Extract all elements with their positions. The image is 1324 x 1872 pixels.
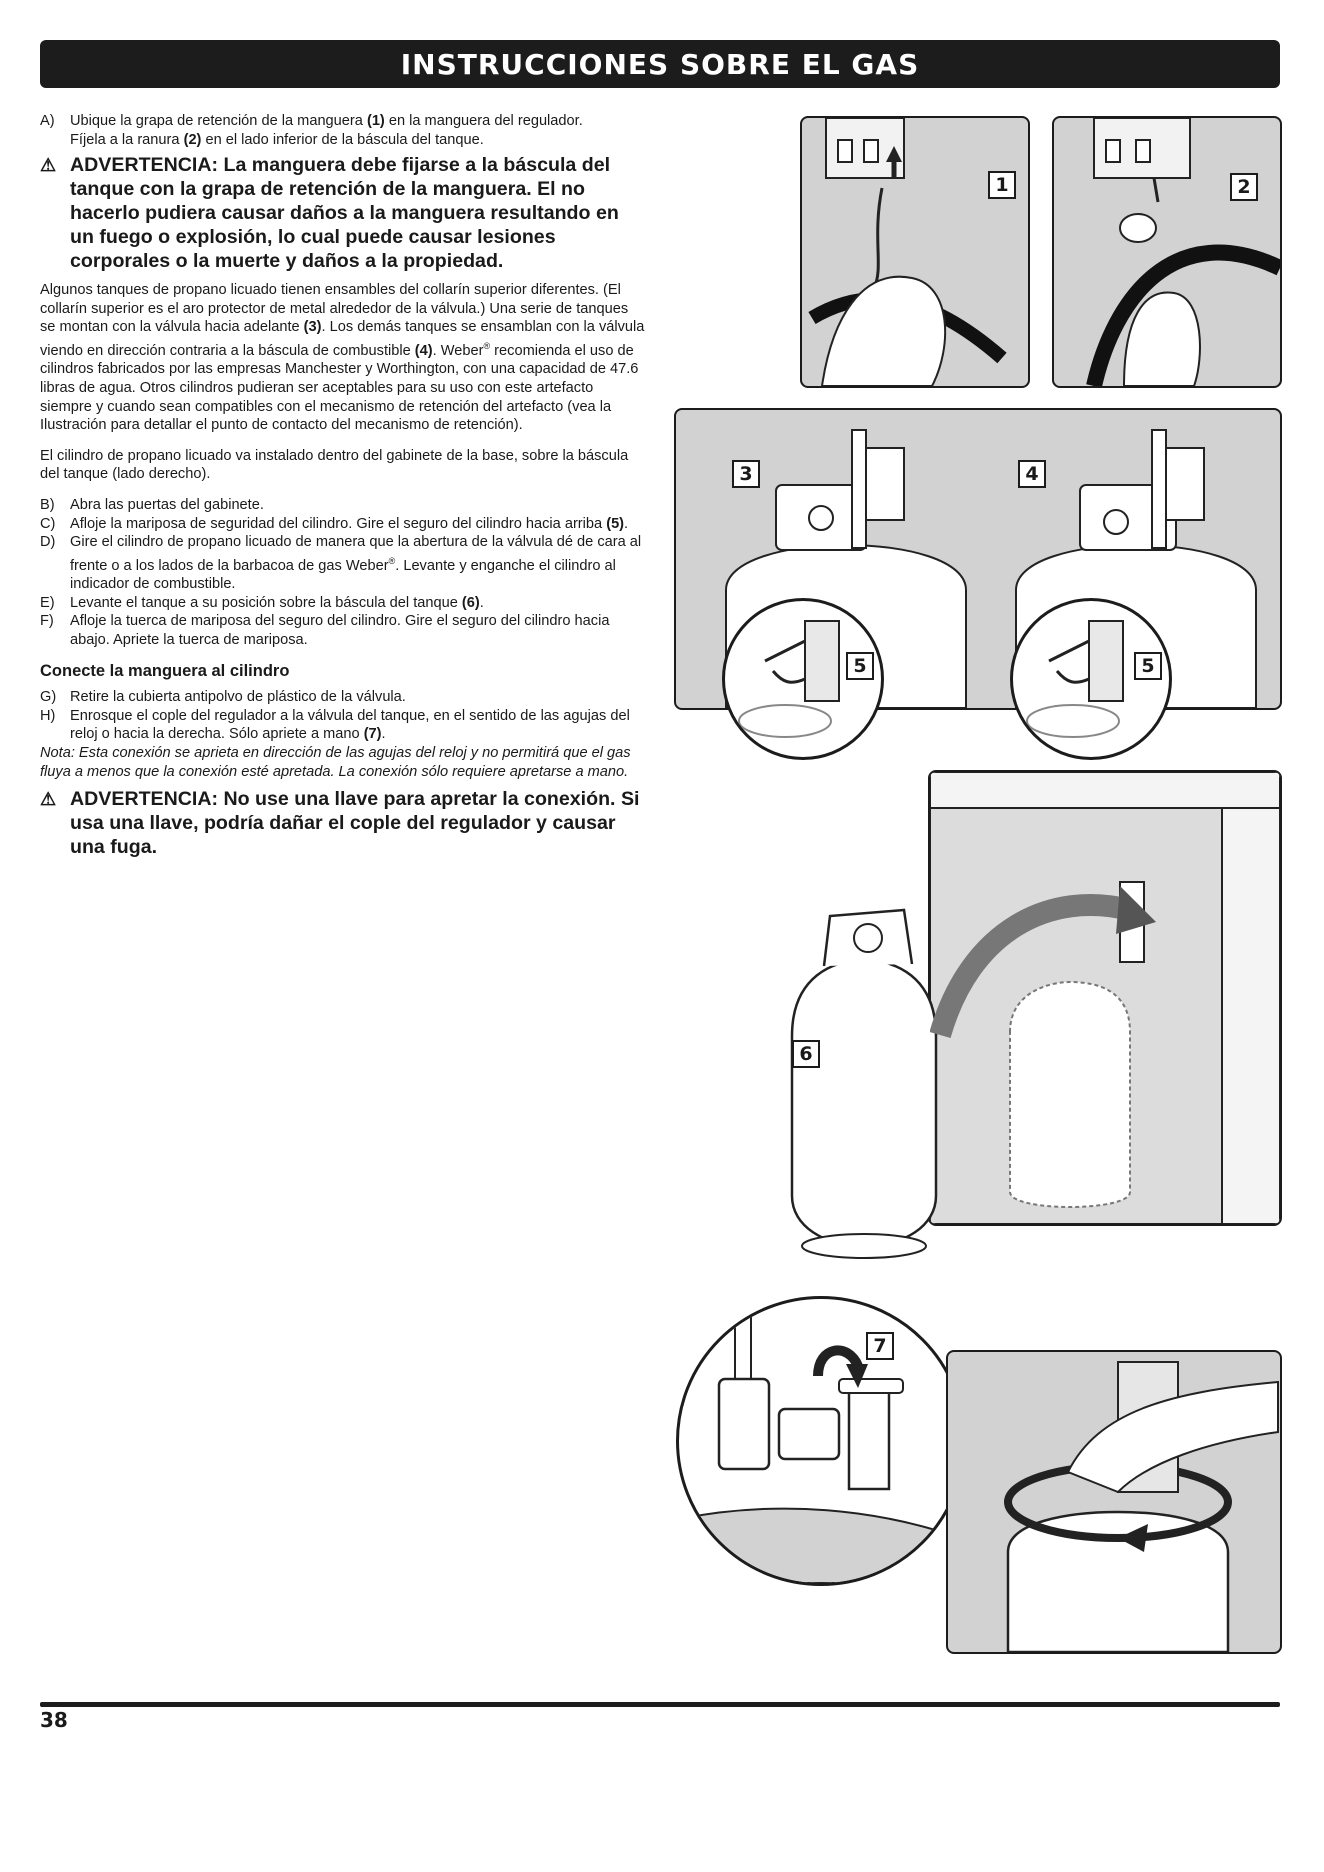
callout-4: 4 xyxy=(1018,460,1046,488)
section-title: INSTRUCCIONES SOBRE EL GAS xyxy=(400,47,920,81)
figure-clip-attached xyxy=(1052,116,1282,388)
step-a: A) Ubique la grapa de retención de la ma… xyxy=(40,112,646,149)
registered-mark: ® xyxy=(483,340,491,351)
collar-ref-3: (3) xyxy=(303,319,322,336)
step-e-text: Levante el tanque a su posición sobre la… xyxy=(70,594,462,611)
callout-5-left: 5 xyxy=(846,652,874,680)
step-letter: B) xyxy=(40,496,55,513)
step-h-ref: (7) xyxy=(363,726,382,743)
latch-detail-right-illustration xyxy=(1026,620,1124,738)
callout-5-right: 5 xyxy=(1134,652,1162,680)
step-g: G) Retire la cubierta antipolvo de plást… xyxy=(40,688,646,707)
figure-hand-tightening xyxy=(946,1350,1282,1654)
step-text: Retire la cubierta antipolvo de plástico… xyxy=(70,689,406,706)
cabinet-install-illustration xyxy=(930,772,1280,1224)
step-a-text-3: Fíjela a la ranura xyxy=(70,131,184,148)
step-text: Levante el tanque a su posición sobre la… xyxy=(70,594,646,613)
latch-detail-left-illustration xyxy=(738,620,840,738)
tightening-note: Nota: Esta conexión se aprieta en direcc… xyxy=(40,744,631,780)
cylinder-location-paragraph: El cilindro de propano licuado va instal… xyxy=(40,447,629,483)
instructions-column: A) Ubique la grapa de retención de la ma… xyxy=(40,112,646,867)
warning-icon: ⚠ xyxy=(40,155,57,176)
step-letter: H) xyxy=(40,707,56,724)
step-a-ref-1: (1) xyxy=(366,113,385,129)
callout-1: 1 xyxy=(988,171,1016,199)
section-header: INSTRUCCIONES SOBRE EL GAS xyxy=(40,40,1280,88)
step-text: Abra las puertas del gabinete. xyxy=(70,496,264,513)
collar-paragraph: Algunos tanques de propano licuado tiene… xyxy=(40,281,646,435)
step-d: D) Gire el cilindro de propano licuado d… xyxy=(40,533,646,594)
callout-7: 7 xyxy=(866,1332,894,1360)
step-e-post: . xyxy=(479,594,484,611)
clip-attached-illustration xyxy=(1086,118,1280,386)
collar-text-4: recomienda el uso de cilindros fabricado… xyxy=(40,342,639,434)
step-c-text: Afloje la mariposa de seguridad del cili… xyxy=(70,515,607,532)
callout-6: 6 xyxy=(792,1040,820,1068)
step-letter: G) xyxy=(40,689,57,706)
hose-clip-illustration xyxy=(808,118,1007,386)
step-e: E) Levante el tanque a su posición sobre… xyxy=(40,594,646,613)
step-a-ref-2: (2) xyxy=(183,131,202,148)
callout-3: 3 xyxy=(732,460,760,488)
warning-icon: ⚠ xyxy=(40,789,57,810)
warning-text: ADVERTENCIA: La manguera debe fijarse a … xyxy=(70,154,619,273)
step-h-text: Enrosque el cople del regulador a la vál… xyxy=(70,707,630,743)
step-letter: C) xyxy=(40,515,56,532)
step-f: F) Afloje la tuerca de mariposa del segu… xyxy=(40,612,646,649)
step-a-text-1: Ubique la grapa de retención de la mangu… xyxy=(70,113,367,129)
step-text: Enrosque el cople del regulador a la vál… xyxy=(70,707,646,744)
step-a-text-2: en la manguera del regulador. xyxy=(384,113,583,129)
step-a-text-4: en el lado inferior de la báscula del ta… xyxy=(201,131,484,148)
step-text: Afloje la tuerca de mariposa del seguro … xyxy=(70,613,610,648)
clockwise-arrow xyxy=(813,1345,868,1388)
detail-regulator-connection xyxy=(676,1296,966,1586)
figure-hose-clip xyxy=(800,116,1030,388)
step-c: C) Afloje la mariposa de seguridad del c… xyxy=(40,515,646,534)
step-h-post: . xyxy=(381,726,386,743)
step-letter: D) xyxy=(40,534,56,551)
tank-lift-illustration xyxy=(784,896,944,1260)
collar-text-1: Algunos tanques de propano licuado tiene… xyxy=(40,282,629,336)
propane-tank-illustration xyxy=(790,908,938,1259)
callout-2: 2 xyxy=(1230,173,1258,201)
collar-text-3: . Weber xyxy=(432,342,484,359)
step-letter: E) xyxy=(40,594,55,611)
step-c-post: . xyxy=(624,515,629,532)
page-number: 38 xyxy=(40,1708,68,1732)
step-b: B) Abra las puertas del gabinete. xyxy=(40,496,646,515)
warning-hose-clip: ⚠ ADVERTENCIA: La manguera debe fijarse … xyxy=(40,153,646,273)
warning-no-wrench: ⚠ ADVERTENCIA: No use una llave para apr… xyxy=(40,787,646,859)
footer-divider xyxy=(40,1702,1280,1707)
step-text: Ubique la grapa de retención de la mangu… xyxy=(70,112,646,149)
step-d-text: Gire el cilindro de propano licuado de m… xyxy=(70,534,642,574)
step-text: Gire el cilindro de propano licuado de m… xyxy=(70,533,646,594)
step-letter: F) xyxy=(40,613,54,630)
step-text: Afloje la mariposa de seguridad del cili… xyxy=(70,515,646,534)
step-h: H) Enrosque el cople del regulador a la … xyxy=(40,707,646,744)
step-e-ref: (6) xyxy=(461,594,480,611)
connect-hose-heading: Conecte la manguera al cilindro xyxy=(40,661,290,680)
registered-mark: ® xyxy=(388,555,396,566)
lift-arrow xyxy=(930,886,1156,1039)
step-d-post: . Levante y enganche el cilindro al indi… xyxy=(70,557,616,593)
step-letter: A) xyxy=(40,113,55,129)
warning-text: ADVERTENCIA: No use una llave para apret… xyxy=(70,788,640,859)
detail-latch-right xyxy=(1010,598,1172,760)
collar-text-2: . Los demás tanques se ensamblan con la … xyxy=(40,319,645,359)
collar-ref-4: (4) xyxy=(414,342,433,359)
figure-cabinet-install xyxy=(928,770,1282,1226)
step-c-ref: (5) xyxy=(606,515,625,532)
hand-tightening-illustration xyxy=(1004,1361,1279,1652)
